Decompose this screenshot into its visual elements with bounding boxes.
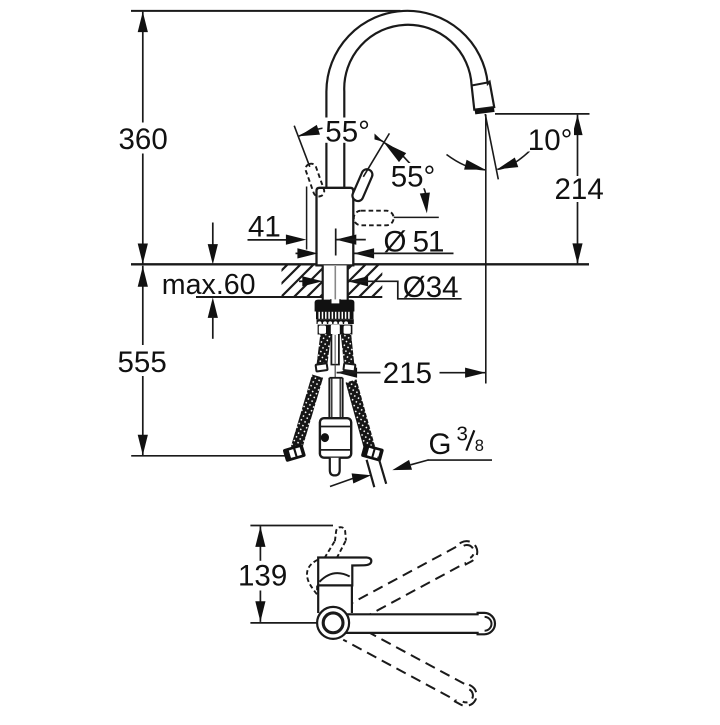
svg-text:max.60: max.60 [162,269,256,301]
svg-text:41: 41 [248,211,281,244]
svg-text:555: 555 [118,346,167,379]
svg-text:Ø34: Ø34 [403,271,459,304]
svg-text:55°: 55° [391,160,436,193]
svg-text:215: 215 [383,357,432,390]
svg-text:139: 139 [238,560,287,593]
svg-text:360: 360 [119,123,168,156]
svg-text:214: 214 [555,173,604,206]
svg-text:10°: 10° [528,124,573,157]
svg-text:8: 8 [475,437,484,455]
svg-text:G: G [429,428,452,461]
svg-text:Ø 51: Ø 51 [384,225,444,258]
svg-text:3: 3 [457,423,468,446]
svg-text:55°: 55° [325,115,370,148]
